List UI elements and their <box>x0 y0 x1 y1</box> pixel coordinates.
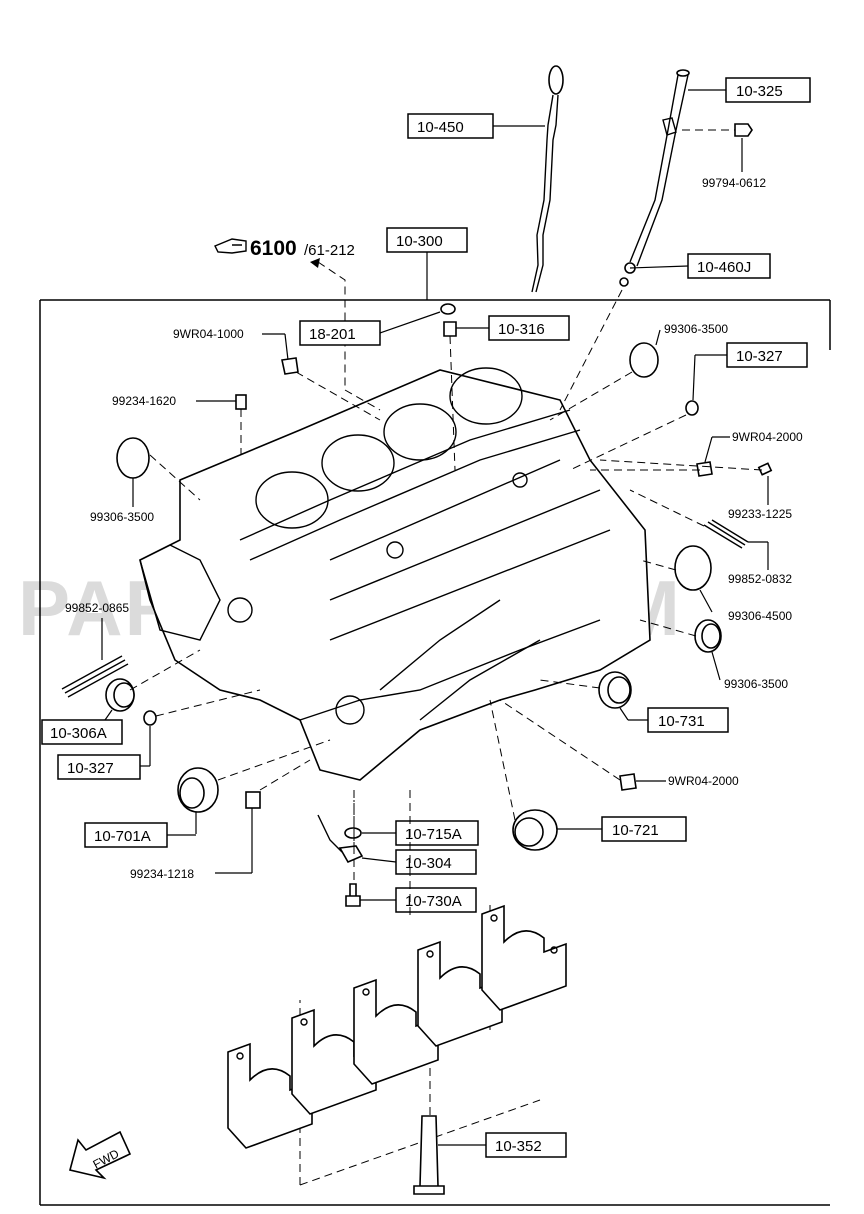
bearing-cap-5 <box>481 904 567 1011</box>
stud-99852-0865 <box>61 655 129 698</box>
label-box-10-701A <box>84 822 168 848</box>
plug-99306-3500-top <box>629 342 659 378</box>
label-box-18-201 <box>299 320 381 346</box>
label-10-730A: 10-730A <box>405 893 462 910</box>
fwd-arrow-icon: FWD <box>69 1130 132 1180</box>
label-box-10-327-left <box>57 754 141 780</box>
label-10-325: 10-325 <box>736 83 783 100</box>
label-box-10-730A <box>395 887 477 913</box>
label-box-10-306A <box>41 719 123 745</box>
label-99852-0832: 99852-0832 <box>728 572 792 586</box>
dowel-99234-1218 <box>245 791 261 809</box>
knock-sensor <box>338 845 364 864</box>
reference-leader <box>317 261 346 390</box>
label-10-304: 10-304 <box>405 855 452 872</box>
label-99306-3500-top: 99306-3500 <box>664 322 728 336</box>
label-box-10-731 <box>647 707 729 733</box>
label-10-731: 10-731 <box>658 713 705 730</box>
label-99852-0865: 99852-0865 <box>65 601 129 615</box>
assembly-frame <box>39 299 831 1206</box>
reference-arrow <box>310 258 320 268</box>
label-9WR04-2000-lower: 9WR04-2000 <box>668 774 739 788</box>
stud-99852-0832 <box>707 521 746 546</box>
knock-sensor-wire <box>317 814 343 853</box>
label-99234-1218: 99234-1218 <box>130 867 194 881</box>
main-bearing-caps <box>227 904 567 1149</box>
dowel-99234-1620 <box>235 394 247 410</box>
cylinder-block <box>139 367 651 781</box>
dipstick <box>531 65 564 293</box>
label-99794-0612: 99794-0612 <box>702 176 766 190</box>
label-10-327-right: 10-327 <box>736 348 783 365</box>
plug-9WR04-1000 <box>281 357 299 375</box>
label-10-460J: 10-460J <box>697 259 751 276</box>
label-box-10-721 <box>601 816 687 842</box>
oil-jet <box>440 303 456 315</box>
plug-99306-3500-left <box>116 437 150 479</box>
dipstick-tube <box>619 69 690 287</box>
label-9WR04-2000-right: 9WR04-2000 <box>732 430 803 444</box>
dipstick-handle <box>548 65 564 95</box>
label-10-306A: 10-306A <box>50 725 107 742</box>
reference-mark: 6100 /61-212 <box>214 237 355 390</box>
plug-99306-4500 <box>674 545 712 591</box>
bolt-99794 <box>682 123 753 137</box>
label-99306-3500-left: 99306-3500 <box>90 510 154 524</box>
label-10-450: 10-450 <box>417 119 464 136</box>
label-box-10-450 <box>407 113 494 139</box>
label-box-10-316 <box>488 315 570 341</box>
label-box-10-460J <box>687 253 771 279</box>
label-99234-1620: 99234-1620 <box>112 394 176 408</box>
label-box-10-325 <box>725 77 811 103</box>
label-99306-3500-right: 99306-3500 <box>724 677 788 691</box>
label-99233-1225: 99233-1225 <box>728 507 792 521</box>
label-10-316: 10-316 <box>498 321 545 338</box>
label-10-715A: 10-715A <box>405 826 462 843</box>
label-10-327-left: 10-327 <box>67 760 114 777</box>
label-9WR04-1000: 9WR04-1000 <box>173 327 244 341</box>
reference-sub: /61-212 <box>304 242 355 259</box>
label-10-352: 10-352 <box>495 1138 542 1155</box>
plug-10-316 <box>443 321 457 337</box>
label-box-10-352 <box>485 1132 567 1158</box>
reference-main: 6100 <box>250 237 297 260</box>
label-99306-4500: 99306-4500 <box>728 609 792 623</box>
assembly-lines <box>129 289 763 1186</box>
label-10-300: 10-300 <box>396 233 443 250</box>
bolt-10-730A <box>345 883 361 907</box>
label-box-10-304 <box>395 849 477 875</box>
label-10-721: 10-721 <box>612 822 659 839</box>
label-10-701A: 10-701A <box>94 828 151 845</box>
label-18-201: 18-201 <box>309 326 356 343</box>
pointing-hand-icon <box>214 238 247 254</box>
bolt-10-352 <box>413 1115 445 1195</box>
